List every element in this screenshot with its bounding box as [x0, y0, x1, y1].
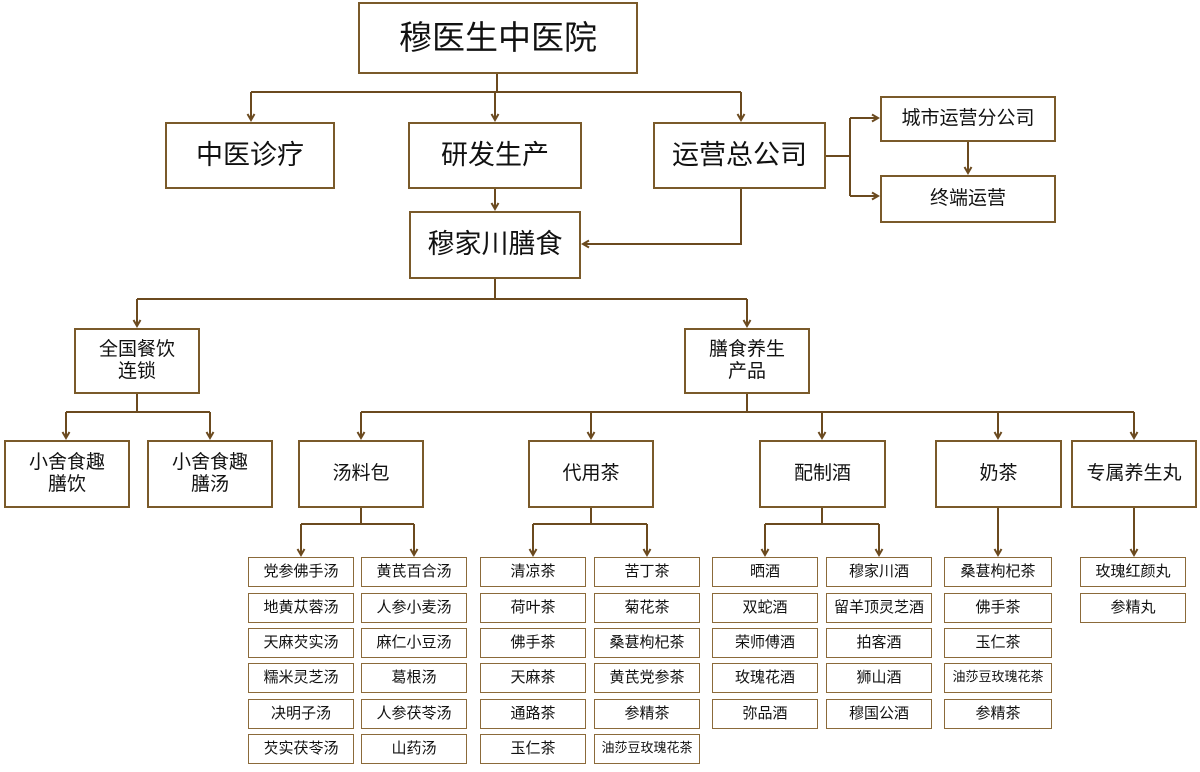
wine-item: 晒酒	[712, 557, 818, 587]
node-terminal: 终端运营	[880, 175, 1056, 223]
tea-item: 黄芪党参茶	[594, 663, 700, 693]
tea-item: 佛手茶	[480, 628, 586, 658]
tea-item: 桑葚枸杞茶	[594, 628, 700, 658]
tea-item: 通路茶	[480, 699, 586, 729]
wine-item: 穆国公酒	[826, 699, 932, 729]
category-milktea: 奶茶	[935, 440, 1062, 508]
soup-item: 天麻芡实汤	[248, 628, 354, 658]
soup-item: 地黄苁蓉汤	[248, 593, 354, 623]
tea-item: 玉仁茶	[480, 734, 586, 764]
soup-item: 葛根汤	[361, 663, 467, 693]
node-clinic: 中医诊疗	[165, 122, 335, 189]
node-brand: 穆家川膳食	[409, 211, 581, 279]
category-wine: 配制酒	[759, 440, 886, 508]
node-rnd: 研发生产	[408, 122, 582, 189]
wine-item: 狮山酒	[826, 663, 932, 693]
node-city-branch: 城市运营分公司	[880, 96, 1056, 142]
category-pills: 专属养生丸	[1071, 440, 1197, 508]
tea-item: 菊花茶	[594, 593, 700, 623]
connector-ops-brand	[581, 189, 742, 249]
milktea-item: 玉仁茶	[944, 628, 1052, 658]
wine-item: 双蛇酒	[712, 593, 818, 623]
tea-item: 苦丁茶	[594, 557, 700, 587]
category-soup: 汤料包	[298, 440, 424, 508]
chain-item: 小舍食趣 膳饮	[4, 440, 130, 508]
wine-item: 弥品酒	[712, 699, 818, 729]
node-ops: 运营总公司	[653, 122, 826, 189]
tea-item: 清凉茶	[480, 557, 586, 587]
soup-item: 山药汤	[361, 734, 467, 764]
root-node: 穆医生中医院	[358, 2, 638, 74]
tea-item: 荷叶茶	[480, 593, 586, 623]
soup-item: 芡实茯苓汤	[248, 734, 354, 764]
category-tea: 代用茶	[528, 440, 654, 508]
milktea-item: 佛手茶	[944, 593, 1052, 623]
wine-item: 荣师傅酒	[712, 628, 818, 658]
pill-item: 玫瑰红颜丸	[1080, 557, 1186, 587]
tea-item: 参精茶	[594, 699, 700, 729]
chain-item: 小舍食趣 膳汤	[147, 440, 273, 508]
soup-item: 党参佛手汤	[248, 557, 354, 587]
milktea-item: 桑葚枸杞茶	[944, 557, 1052, 587]
tea-item: 油莎豆玫瑰花茶	[594, 734, 700, 764]
wine-item: 玫瑰花酒	[712, 663, 818, 693]
wine-item: 穆家川酒	[826, 557, 932, 587]
tea-item: 天麻茶	[480, 663, 586, 693]
node-products: 膳食养生 产品	[684, 328, 810, 394]
soup-item: 糯米灵芝汤	[248, 663, 354, 693]
soup-item: 黄芪百合汤	[361, 557, 467, 587]
soup-item: 人参茯苓汤	[361, 699, 467, 729]
soup-item: 人参小麦汤	[361, 593, 467, 623]
soup-item: 决明子汤	[248, 699, 354, 729]
milktea-item: 油莎豆玫瑰花茶	[944, 663, 1052, 693]
milktea-item: 参精茶	[944, 699, 1052, 729]
pill-item: 参精丸	[1080, 593, 1186, 623]
wine-item: 拍客酒	[826, 628, 932, 658]
wine-item: 留羊顶灵芝酒	[826, 593, 932, 623]
node-chain: 全国餐饮 连锁	[74, 328, 200, 394]
soup-item: 麻仁小豆汤	[361, 628, 467, 658]
